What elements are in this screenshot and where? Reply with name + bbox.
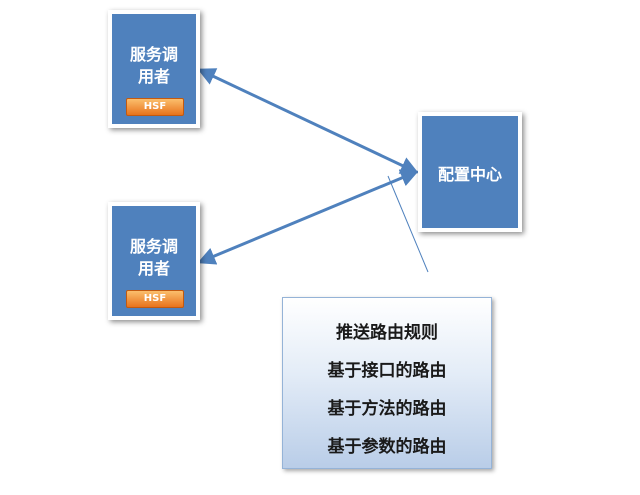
arrow-consumer2-config	[197, 169, 419, 265]
rule-parameter-routing: 基于参数的路由	[327, 437, 447, 457]
consumer-2-hsf-badge: HSF	[126, 290, 184, 308]
rule-method-routing: 基于方法的路由	[327, 399, 447, 419]
consumer-1-label-line2: 用者	[137, 67, 170, 86]
callout-line	[387, 175, 429, 273]
routing-rules-box: 推送路由规则 基于接口的路由 基于方法的路由 基于参数的路由	[282, 297, 492, 469]
consumer-1-label-line1: 服务调	[129, 45, 178, 64]
service-consumer-1: 服务调 用者 HSF	[108, 10, 200, 128]
consumer-2-label-line2: 用者	[137, 259, 170, 278]
consumer-1-hsf-badge: HSF	[126, 98, 184, 116]
config-center: 配置中心	[418, 112, 522, 232]
config-center-label: 配置中心	[437, 165, 502, 184]
rule-push-routing: 推送路由规则	[336, 323, 438, 343]
arrow-consumer1-config	[197, 68, 419, 174]
consumer-2-label-line1: 服务调	[129, 237, 178, 256]
consumer-2-label: 服务调 用者	[112, 236, 196, 280]
service-consumer-2: 服务调 用者 HSF	[108, 202, 200, 320]
consumer-1-label: 服务调 用者	[112, 44, 196, 88]
rule-interface-routing: 基于接口的路由	[327, 361, 447, 381]
